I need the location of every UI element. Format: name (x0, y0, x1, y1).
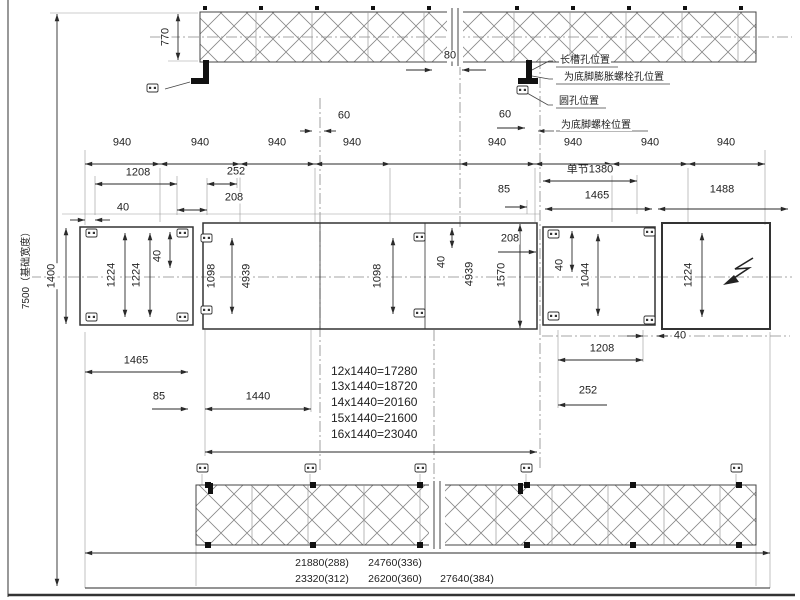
total-21880: 21880(288) (294, 556, 350, 569)
band-edge-markers (203, 6, 743, 10)
dim-1488: 1488 (708, 183, 736, 196)
body-box-middle (202, 222, 538, 330)
dim-60-right: 60 (497, 108, 513, 121)
dim-top-80: 80 (442, 49, 458, 62)
dim-940-4: 940 (341, 136, 363, 149)
total-24760: 24760(336) (367, 556, 423, 569)
label-round-hole-use: 为底脚螺栓位置 (560, 120, 632, 131)
dim-940-3: 940 (266, 136, 288, 149)
eq-14-sections: 14x1440=20160 (330, 395, 419, 409)
dim-60-left: 60 (336, 109, 352, 122)
dim-overall-7500: 7500（基础宽度） (21, 225, 32, 311)
dim-940-2: 940 (189, 136, 211, 149)
dim-1044: 1044 (579, 261, 592, 289)
dim-940-7: 940 (639, 136, 661, 149)
dim-252-top: 252 (225, 165, 247, 178)
body-box-4 (661, 222, 771, 330)
extension-lines (50, 12, 771, 588)
dim-252-bottom: 252 (577, 384, 599, 397)
eq-12-sections: 12x1440=17280 (330, 364, 419, 378)
dim-40-top-left: 40 (115, 201, 131, 214)
dim-1224-b: 1224 (130, 261, 143, 289)
dim-1440: 1440 (244, 390, 272, 403)
dim-1224-c: 1224 (682, 261, 695, 289)
dim-1465-bottom: 1465 (122, 354, 150, 367)
dim-940-5: 940 (486, 136, 508, 149)
leader-lines (164, 60, 670, 134)
dim-85-bottom: 85 (151, 390, 167, 403)
dim-40-bottom-right: 40 (672, 329, 688, 342)
dim-40-box3: 40 (553, 257, 566, 273)
dim-single-section-1380: 单节1380 (565, 163, 615, 176)
dim-940-6: 940 (562, 136, 584, 149)
dim-40-mid: 40 (435, 254, 448, 270)
sheet-border (7, 0, 795, 597)
dim-4939-left: 4939 (240, 262, 253, 290)
dim-1465-right: 1465 (583, 189, 611, 202)
main-body (79, 222, 771, 330)
dim-1570: 1570 (495, 261, 508, 289)
eq-13-sections: 13x1440=18720 (330, 379, 419, 393)
eq-15-sections: 15x1440=21600 (330, 411, 419, 425)
foot-angle-brackets (191, 60, 538, 84)
total-23320: 23320(312) (294, 572, 350, 585)
dim-1098-mid: 1098 (371, 262, 384, 290)
body-box-3 (542, 226, 656, 326)
body-box-1 (79, 226, 194, 326)
total-27640: 27640(384) (439, 572, 495, 585)
label-slot-hole: 长槽孔位置 (559, 55, 611, 66)
dim-1208-bottom: 1208 (588, 342, 616, 355)
eq-16-sections: 16x1440=23040 (330, 427, 419, 441)
bottom-hatch-band (195, 480, 757, 550)
dim-top-770: 770 (159, 26, 172, 48)
dim-940-8: 940 (715, 136, 737, 149)
band-bolt-markers (205, 482, 742, 548)
dim-40-box1: 40 (151, 248, 164, 264)
dim-1098-left: 1098 (205, 262, 218, 290)
dim-1224-a: 1224 (105, 261, 118, 289)
top-hatch-band (199, 6, 757, 67)
dim-208-top: 208 (223, 191, 245, 204)
label-round-hole: 圆孔位置 (558, 96, 600, 107)
dim-208-mid: 208 (499, 232, 521, 245)
total-26200: 26200(360) (367, 572, 423, 585)
dim-1400: 1400 (45, 262, 58, 290)
dim-85-right: 85 (496, 183, 512, 196)
dim-1208-top: 1208 (124, 166, 152, 179)
dimension-lines (54, 13, 789, 589)
label-slot-hole-use: 为底脚膨胀螺栓孔位置 (563, 72, 665, 83)
flow-direction-arrow-icon (723, 257, 754, 285)
dim-4939-right: 4939 (463, 260, 476, 288)
dim-940-1: 940 (111, 136, 133, 149)
